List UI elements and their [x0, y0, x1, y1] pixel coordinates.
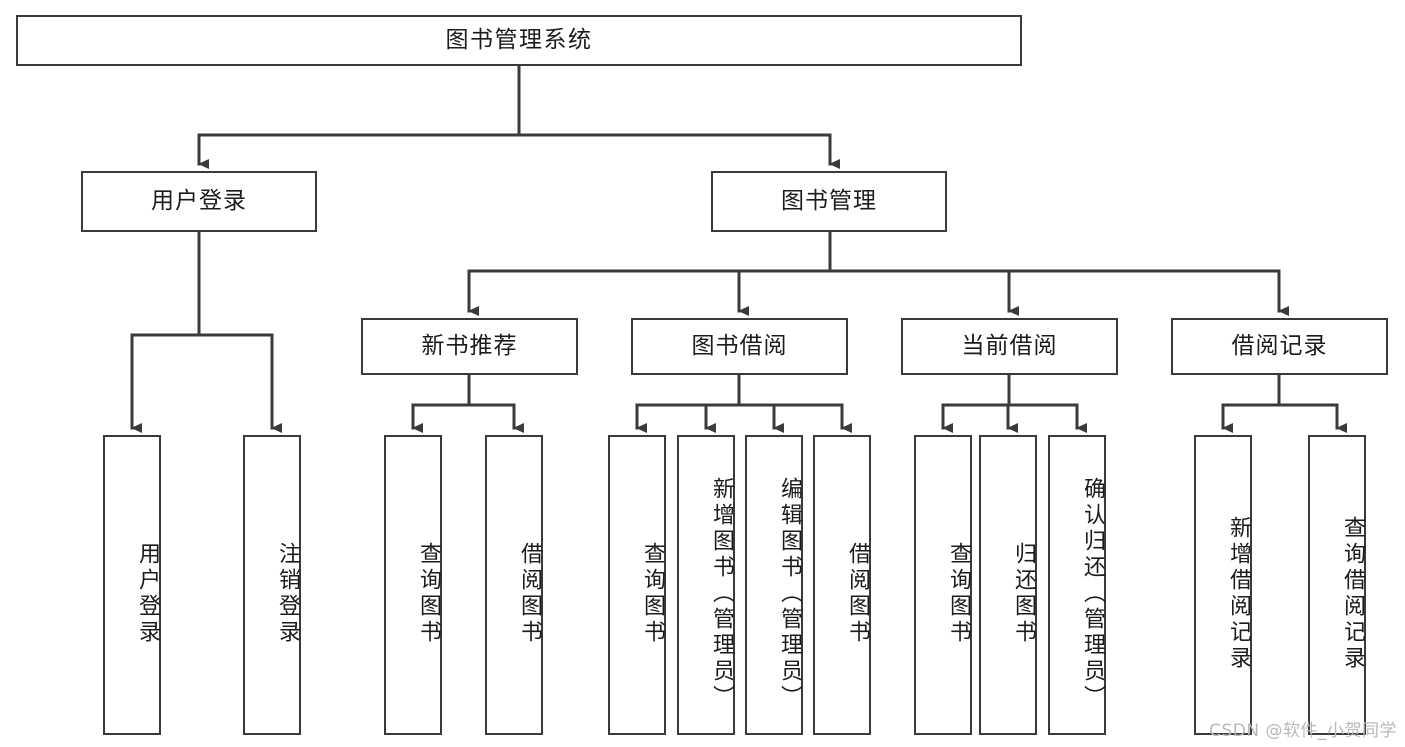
leaf-user-login[interactable]: 用户登录: [103, 435, 161, 735]
leaf-add-book-admin[interactable]: 新增图书（管理员）: [677, 435, 735, 735]
node-borrow-record-label: 借阅记录: [1231, 332, 1328, 359]
node-user-login[interactable]: 用户登录: [81, 171, 317, 232]
leaf-confirm-return-admin-label: 确认归还（管理员）: [1080, 477, 1105, 711]
leaf-borrow-book-2-label: 借阅图书: [845, 542, 870, 646]
leaf-add-borrow-record[interactable]: 新增借阅记录: [1194, 435, 1252, 735]
node-book-borrow[interactable]: 图书借阅: [631, 318, 848, 375]
node-book-management-label: 图书管理: [781, 187, 877, 214]
node-borrow-record[interactable]: 借阅记录: [1171, 318, 1388, 375]
node-book-borrow-label: 图书借阅: [691, 332, 788, 359]
leaf-user-login-label: 用户登录: [135, 542, 160, 646]
leaf-query-borrow-record[interactable]: 查询借阅记录: [1308, 435, 1366, 735]
leaf-borrow-book-2[interactable]: 借阅图书: [813, 435, 871, 735]
node-current-borrow[interactable]: 当前借阅: [901, 318, 1118, 375]
leaf-borrow-book-1-label: 借阅图书: [517, 542, 542, 646]
node-new-book-recommend-label: 新书推荐: [421, 332, 518, 359]
leaf-query-book-3[interactable]: 查询图书: [914, 435, 972, 735]
node-root-book-management-system[interactable]: 图书管理系统: [16, 15, 1022, 66]
leaf-query-book-2-label: 查询图书: [640, 542, 665, 646]
leaf-add-borrow-record-label: 新增借阅记录: [1226, 516, 1251, 672]
node-current-borrow-label: 当前借阅: [961, 332, 1058, 359]
leaf-edit-book-admin-label: 编辑图书（管理员）: [777, 477, 802, 711]
leaf-add-book-admin-label: 新增图书（管理员）: [709, 477, 734, 711]
node-new-book-recommend[interactable]: 新书推荐: [361, 318, 578, 375]
leaf-query-book-1[interactable]: 查询图书: [384, 435, 442, 735]
node-root-label: 图书管理系统: [445, 26, 593, 53]
node-user-login-label: 用户登录: [151, 187, 247, 214]
leaf-logout-login-label: 注销登录: [275, 542, 300, 646]
leaf-logout-login[interactable]: 注销登录: [243, 435, 301, 735]
leaf-confirm-return-admin[interactable]: 确认归还（管理员）: [1048, 435, 1106, 735]
leaf-query-book-1-label: 查询图书: [416, 542, 441, 646]
watermark-label: CSDN @软件_小贺同学: [1209, 721, 1397, 741]
leaf-borrow-book-1[interactable]: 借阅图书: [485, 435, 543, 735]
leaf-edit-book-admin[interactable]: 编辑图书（管理员）: [745, 435, 803, 735]
leaf-return-book[interactable]: 归还图书: [979, 435, 1037, 735]
node-book-management[interactable]: 图书管理: [711, 171, 947, 232]
leaf-return-book-label: 归还图书: [1011, 542, 1036, 646]
leaf-query-book-2[interactable]: 查询图书: [608, 435, 666, 735]
leaf-query-book-3-label: 查询图书: [946, 542, 971, 646]
leaf-query-borrow-record-label: 查询借阅记录: [1340, 516, 1365, 672]
